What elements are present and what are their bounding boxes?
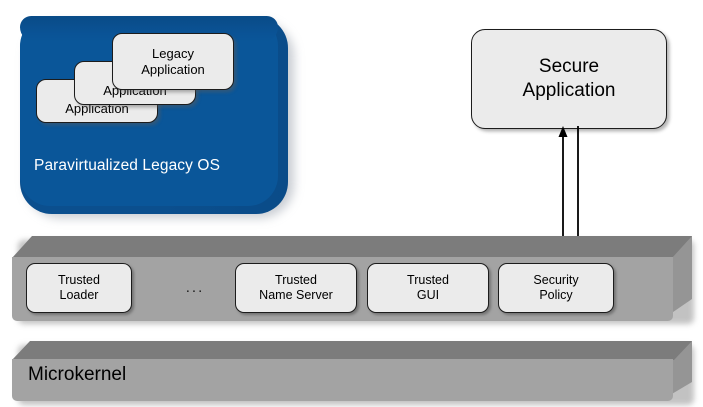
services-slab-top xyxy=(12,236,692,258)
microkernel-label: Microkernel xyxy=(28,364,127,385)
microkernel-slab-face xyxy=(12,359,673,401)
legacy-os-label: Paravirtualized Legacy OS xyxy=(34,157,221,174)
microkernel-slab-top xyxy=(12,341,692,360)
services-ellipsis: ... xyxy=(185,279,205,296)
